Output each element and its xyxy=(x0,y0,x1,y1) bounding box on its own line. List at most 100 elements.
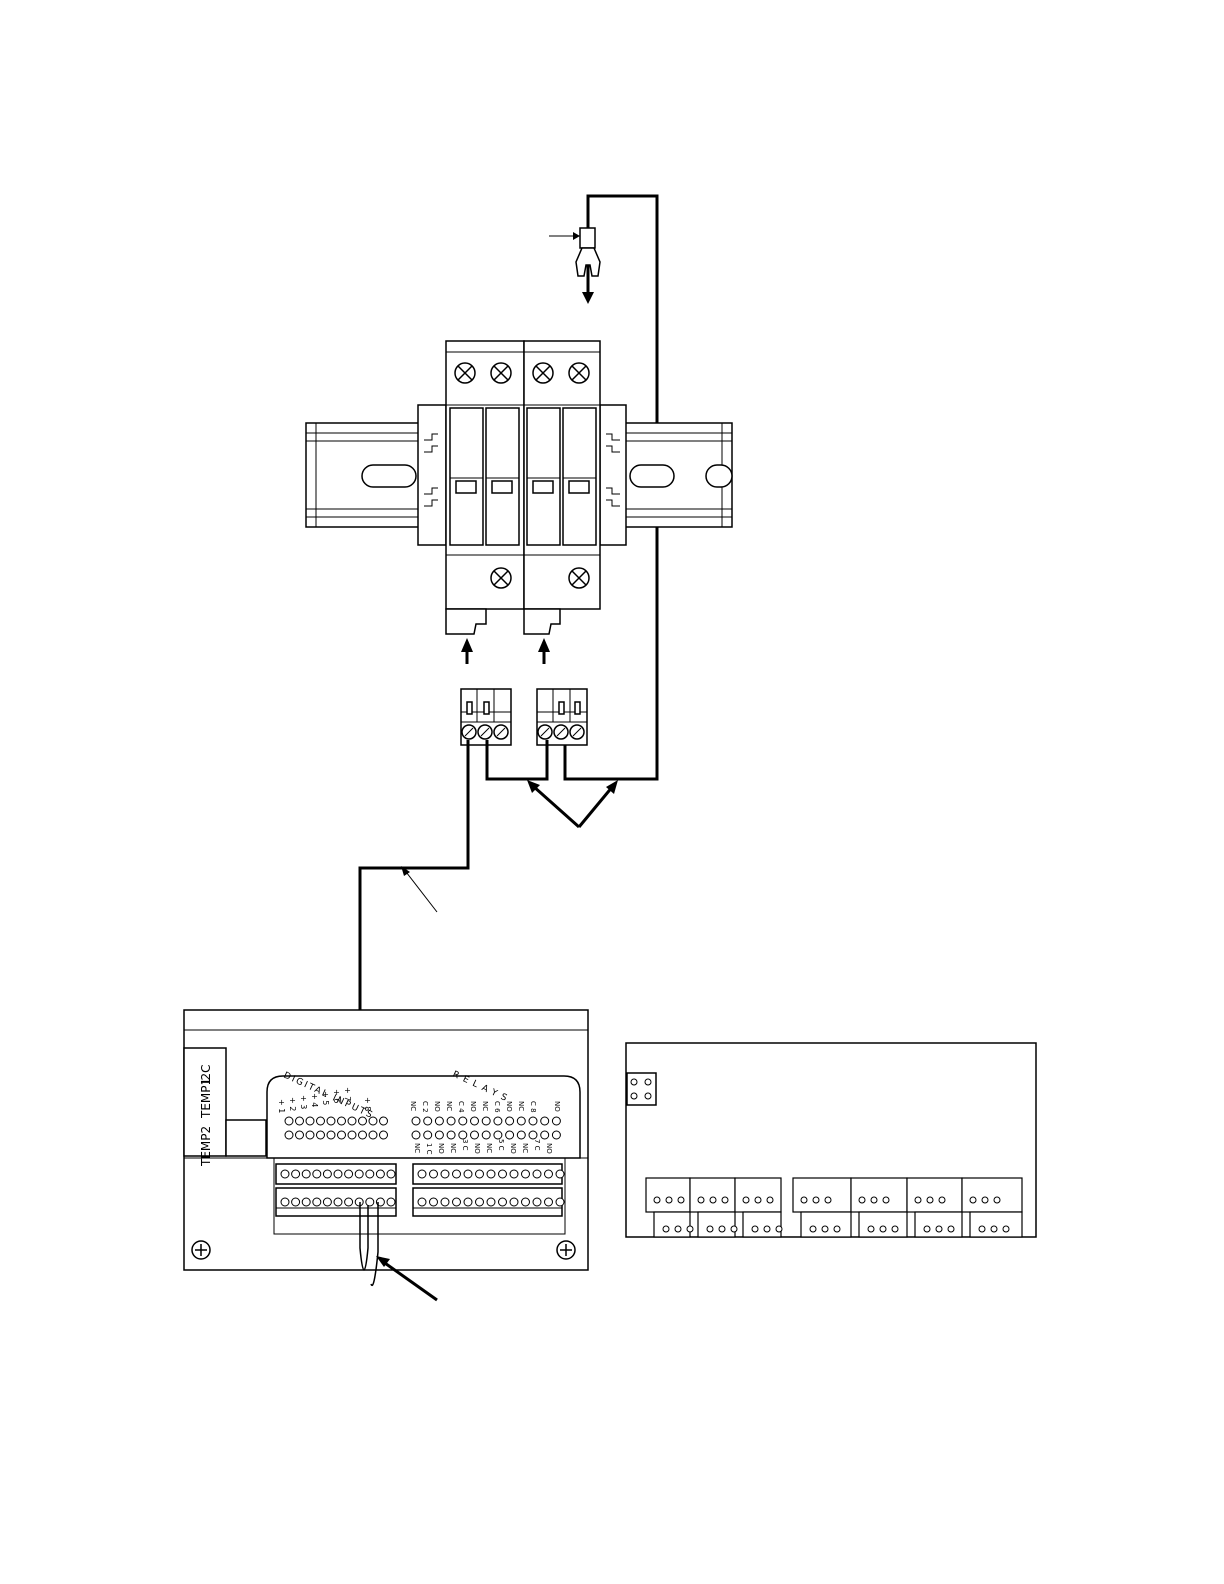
relay-block xyxy=(690,1178,735,1212)
pin-circle xyxy=(743,1197,749,1203)
pin-circle xyxy=(517,1117,525,1125)
pin-circle xyxy=(424,1117,432,1125)
relay-block xyxy=(801,1212,851,1237)
pin-circle xyxy=(533,1198,541,1206)
relay-block xyxy=(907,1178,962,1212)
relay-block xyxy=(735,1178,781,1212)
pin-label: NC xyxy=(521,1143,529,1153)
pin-circle xyxy=(506,1131,514,1139)
pin-circle xyxy=(859,1197,865,1203)
pin-label: C 2 xyxy=(421,1101,429,1113)
pin-circle xyxy=(982,1197,988,1203)
insert-arrow-right xyxy=(538,638,550,664)
pin-circle xyxy=(306,1131,314,1139)
pin-label: + 3 xyxy=(299,1095,308,1109)
relay-block xyxy=(743,1212,781,1237)
pin-label: + 2 xyxy=(288,1097,297,1111)
pin-circle xyxy=(541,1117,549,1125)
callout-arrow xyxy=(401,866,437,912)
relay-block xyxy=(962,1178,1022,1212)
pin-circle xyxy=(369,1131,377,1139)
pin-circle xyxy=(939,1197,945,1203)
pin-circle xyxy=(345,1170,353,1178)
pin-label: + 8 xyxy=(363,1097,372,1111)
pin-circle xyxy=(482,1117,490,1125)
pin-label: C 4 xyxy=(457,1101,465,1113)
pin-circle xyxy=(767,1197,773,1203)
pin-circle xyxy=(880,1226,886,1232)
pin-circle xyxy=(924,1226,930,1232)
pin-circle xyxy=(494,1131,502,1139)
pin-circle xyxy=(317,1117,325,1125)
pin-circle xyxy=(430,1198,438,1206)
pin-circle xyxy=(435,1117,443,1125)
pin-circle xyxy=(482,1131,490,1139)
pin-label: 3 C xyxy=(461,1139,469,1151)
pin-circle xyxy=(471,1117,479,1125)
pin-circle xyxy=(334,1170,342,1178)
pin-circle xyxy=(752,1226,758,1232)
pin-circle xyxy=(522,1170,530,1178)
pin-circle xyxy=(994,1197,1000,1203)
pin-label: NO xyxy=(545,1143,553,1154)
pin-circle xyxy=(380,1117,388,1125)
pin-circle xyxy=(719,1226,725,1232)
pin-circle xyxy=(663,1226,669,1232)
pin-circle xyxy=(441,1198,449,1206)
relay-block xyxy=(793,1178,851,1212)
3-pin-plug-icon xyxy=(461,689,511,745)
pin-circle xyxy=(883,1197,889,1203)
pin-circle xyxy=(412,1117,420,1125)
callout-arrow xyxy=(527,780,618,827)
pin-circle xyxy=(710,1197,716,1203)
pin-circle xyxy=(285,1117,293,1125)
pin-circle xyxy=(552,1117,560,1125)
pin-circle xyxy=(323,1170,331,1178)
pin-circle xyxy=(327,1117,335,1125)
pin-circle xyxy=(666,1197,672,1203)
jumper-wire xyxy=(487,740,547,779)
pin-circle xyxy=(285,1131,293,1139)
pin-circle xyxy=(991,1226,997,1232)
pin-circle xyxy=(801,1197,807,1203)
pin-label: NC xyxy=(449,1143,457,1153)
pin-circle xyxy=(776,1226,782,1232)
pin-circle xyxy=(292,1198,300,1206)
pin-circle xyxy=(529,1131,537,1139)
pin-label: NC xyxy=(409,1101,417,1111)
pin-circle xyxy=(915,1197,921,1203)
pin-circle xyxy=(453,1198,461,1206)
pin-circle xyxy=(453,1170,461,1178)
pin-circle xyxy=(979,1226,985,1232)
pin-circle xyxy=(731,1226,737,1232)
phillips-screw-icon xyxy=(557,1241,575,1259)
pin-circle xyxy=(810,1226,816,1232)
pin-circle xyxy=(296,1131,304,1139)
pin-label: NO xyxy=(473,1143,481,1154)
pin-circle xyxy=(510,1198,518,1206)
pin-circle xyxy=(323,1198,331,1206)
pin-label: NC xyxy=(517,1101,525,1111)
spade-lug-icon xyxy=(549,228,600,304)
phillips-screw-icon xyxy=(192,1241,210,1259)
pin-label: C 8 xyxy=(529,1101,537,1113)
pin-label: + 7 xyxy=(343,1087,352,1101)
pin-label: NO xyxy=(553,1101,561,1112)
pin-circle xyxy=(499,1198,507,1206)
pin-circle xyxy=(545,1198,553,1206)
pin-circle xyxy=(545,1170,553,1178)
pin-circle xyxy=(447,1131,455,1139)
pin-circle xyxy=(678,1197,684,1203)
pin-circle xyxy=(487,1198,495,1206)
relay-block xyxy=(646,1178,690,1212)
pin-circle xyxy=(366,1198,374,1206)
pin-circle xyxy=(707,1226,713,1232)
relay-block xyxy=(654,1212,690,1237)
pin-label: NO xyxy=(469,1101,477,1112)
pin-circle xyxy=(441,1170,449,1178)
pin-circle xyxy=(302,1198,310,1206)
pin-circle xyxy=(825,1197,831,1203)
sensor-label-i2c: I2C xyxy=(199,1064,213,1084)
pin-circle xyxy=(302,1170,310,1178)
